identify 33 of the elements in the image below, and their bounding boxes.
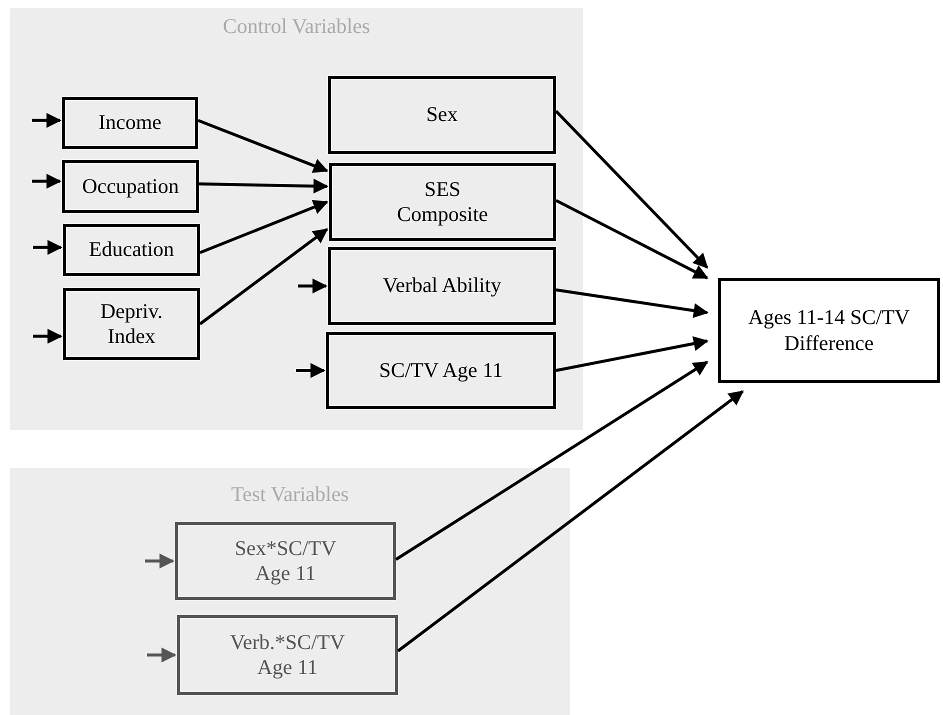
arrow xyxy=(33,328,62,344)
variable-box: Verb.*SC/TV Age 11 xyxy=(177,615,398,695)
variable-box: Sex*SC/TV Age 11 xyxy=(175,522,396,600)
arrow xyxy=(199,200,328,254)
variable-box: Income xyxy=(62,97,198,149)
arrow xyxy=(199,228,328,326)
arrow xyxy=(32,112,62,128)
arrow xyxy=(32,174,62,189)
arrow xyxy=(197,119,328,173)
group-panel xyxy=(10,468,570,715)
variable-box: Verbal Ability xyxy=(328,247,556,325)
arrow xyxy=(397,390,744,652)
variable-box: SC/TV Age 11 xyxy=(326,332,556,409)
variable-box: Sex xyxy=(328,76,556,154)
panel-heading: Control Variables xyxy=(222,14,372,39)
arrow xyxy=(147,648,176,662)
panel-heading: Test Variables xyxy=(230,482,350,507)
arrow xyxy=(555,199,708,280)
group-panel xyxy=(10,8,583,430)
arrow xyxy=(145,554,174,568)
variable-box: Ages 11-14 SC/TV Difference xyxy=(718,278,940,383)
arrow xyxy=(298,278,328,294)
arrow xyxy=(198,178,328,194)
arrow xyxy=(33,240,62,255)
arrow xyxy=(395,360,708,561)
arrow xyxy=(556,336,709,372)
arrow xyxy=(296,363,326,378)
arrow xyxy=(554,110,708,269)
variable-box: Depriv. Index xyxy=(63,288,200,360)
variable-box: Education xyxy=(63,224,200,276)
arrow xyxy=(556,288,709,318)
variable-box: SES Composite xyxy=(329,163,556,241)
variable-box: Occupation xyxy=(62,160,199,213)
